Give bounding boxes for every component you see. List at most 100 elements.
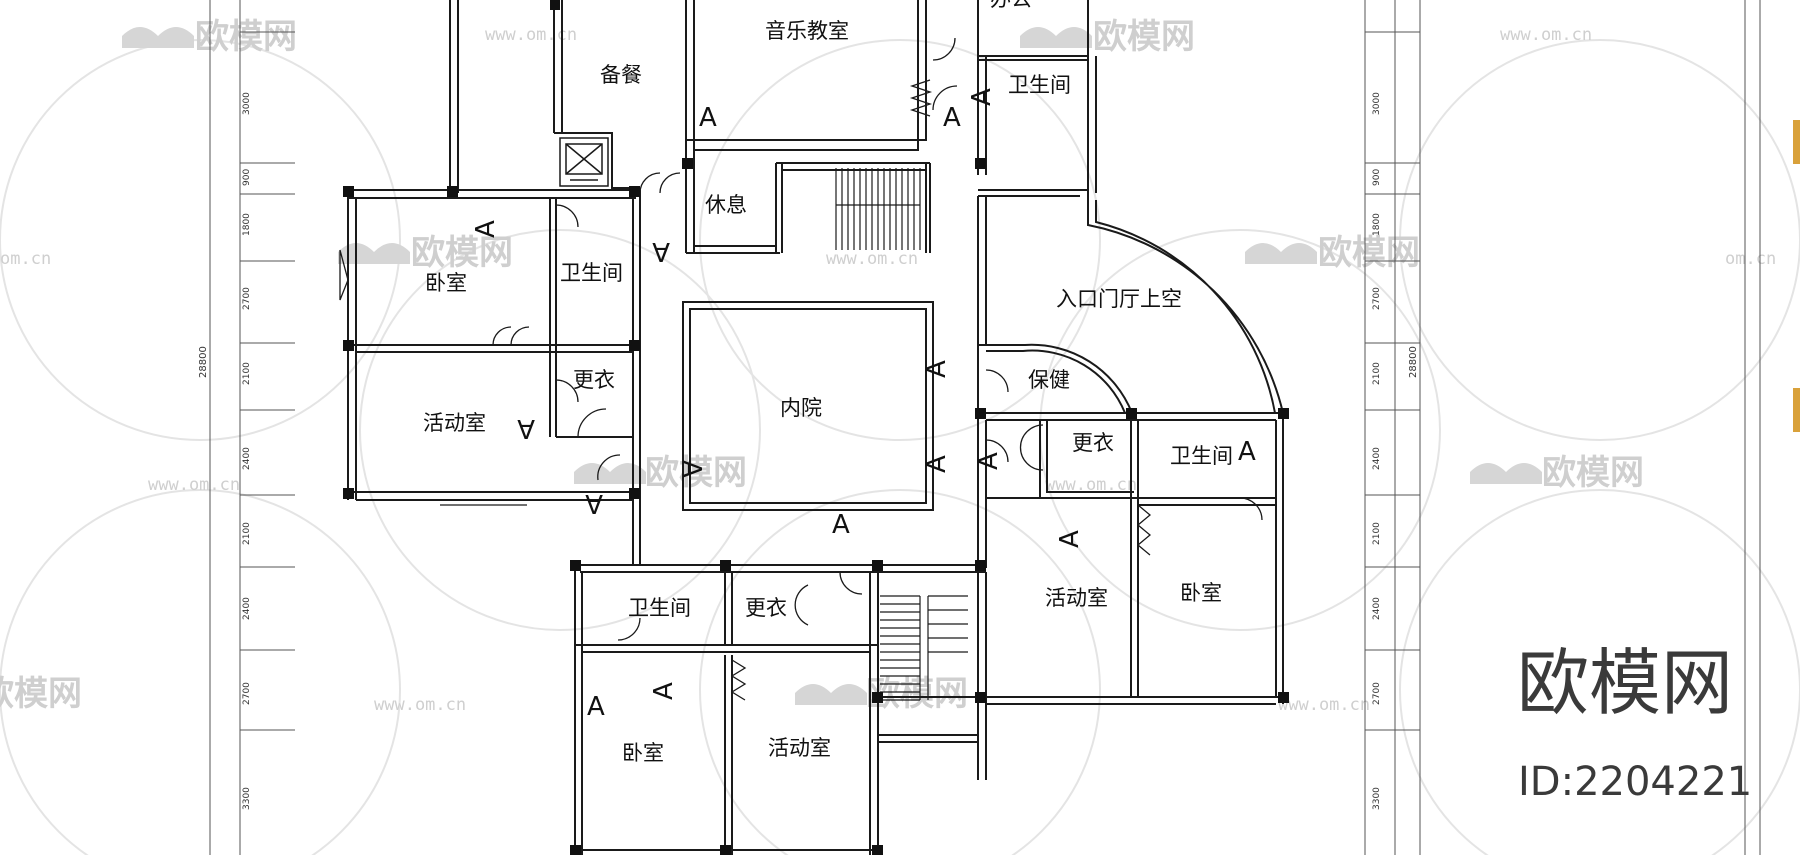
- watermark-logo: 欧模网: [338, 233, 513, 273]
- room-label-bedroom: 卧室: [1180, 581, 1222, 605]
- folding-doors: [730, 79, 1152, 701]
- room-label-health: 保健: [1028, 368, 1070, 392]
- room-label-activity: 活动室: [1045, 586, 1108, 610]
- room-label-activity: 活动室: [768, 736, 831, 760]
- watermark-url: www.om.cn: [1278, 695, 1370, 715]
- doors: [339, 37, 1263, 641]
- watermark-text: 欧模网: [1093, 17, 1195, 57]
- watermark-text: 欧模网: [645, 453, 747, 493]
- watermark-text: 欧模网: [1318, 233, 1420, 273]
- elevator-symbol: [559, 137, 609, 187]
- dimension-label: 3000: [242, 92, 252, 115]
- room-label-toilet: 卫生间: [1008, 73, 1071, 97]
- section-markers: A A A A A A A A A A A A A A A A: [471, 88, 1256, 722]
- marker-a: A: [517, 413, 535, 443]
- room-label-bedroom: 卧室: [622, 741, 664, 765]
- dimension-label: 3300: [1372, 787, 1382, 810]
- total-dimension-label: 28800: [1408, 346, 1419, 378]
- marker-a: A: [832, 510, 850, 540]
- watermark-logo: 欧模网: [574, 453, 747, 493]
- room-label-changing: 更衣: [573, 368, 615, 392]
- marker-a: A: [922, 360, 952, 378]
- dimension-label: 2400: [242, 447, 252, 470]
- walls: [347, 0, 1284, 855]
- room-label-changing: 更衣: [745, 596, 787, 620]
- dimension-label: 2700: [1372, 287, 1382, 310]
- dimension-label: 1800: [242, 213, 252, 236]
- dimension-label: 3000: [1372, 92, 1382, 115]
- watermark-url: www.om.cn: [1045, 475, 1137, 495]
- side-tab[interactable]: [1793, 120, 1800, 164]
- brand-logo: 欧模网: [1517, 641, 1733, 725]
- watermark-logo: 欧模网: [1020, 17, 1195, 57]
- room-label-entrance-void: 入口门厅上空: [1056, 287, 1182, 311]
- staircase-upper: [835, 168, 921, 250]
- watermark-text: 欧模网: [411, 233, 513, 273]
- dimension-label: 2100: [242, 362, 252, 385]
- watermark-text: 欧模网: [0, 674, 82, 714]
- dimension-label: 2700: [1372, 682, 1382, 705]
- marker-a: A: [649, 682, 679, 700]
- dimension-label: 900: [1372, 169, 1382, 186]
- watermark-layer: 欧模网 欧模网 欧模网 欧模网 欧模网 欧模网 欧模网 欧模网 www.om.c…: [0, 17, 1800, 855]
- watermark-url: www.om.cn: [148, 475, 240, 495]
- side-tab[interactable]: [1793, 388, 1800, 432]
- dimension-label: 2400: [1372, 597, 1382, 620]
- watermark-url: www.om.cn: [1500, 25, 1592, 45]
- watermark-url: om.cn: [0, 249, 51, 269]
- marker-a: A: [974, 452, 1004, 470]
- marker-a: A: [967, 88, 997, 106]
- marker-a: A: [471, 220, 501, 238]
- dimension-labels-right: 3000 900 1800 2700 2100 2400 2100 2400 2…: [1372, 92, 1419, 810]
- room-label-rest: 休息: [705, 193, 747, 217]
- marker-a: A: [1055, 530, 1085, 548]
- watermark-text: 欧模网: [195, 17, 297, 57]
- room-label-toilet: 卫生间: [628, 596, 691, 620]
- watermark-logo: 欧模网: [122, 17, 297, 57]
- watermark-url: om.cn: [1725, 249, 1776, 269]
- watermark-logo: 欧模网: [1245, 233, 1420, 273]
- columns: [343, 0, 1289, 855]
- marker-a: A: [922, 455, 952, 473]
- dimension-label: 2700: [242, 287, 252, 310]
- room-label-bedroom: 卧室: [425, 271, 467, 295]
- dimension-label: 2400: [242, 597, 252, 620]
- marker-a: A: [587, 692, 605, 722]
- marker-a: A: [676, 460, 706, 478]
- room-label-office: 办公: [990, 0, 1032, 11]
- dimension-label: 3300: [242, 787, 252, 810]
- dimension-label: 2100: [1372, 522, 1382, 545]
- staircase-lower: [880, 595, 968, 701]
- marker-a: A: [699, 103, 717, 133]
- brand-id: ID:2204221: [1518, 759, 1752, 805]
- room-label-toilet: 卫生间: [560, 261, 623, 285]
- room-label-activity: 活动室: [423, 411, 486, 435]
- watermark-url: www.om.cn: [374, 695, 466, 715]
- watermark-url: www.om.cn: [485, 25, 577, 45]
- watermark-circles: [0, 39, 1800, 855]
- marker-a: A: [1238, 437, 1256, 467]
- dimension-label: 2100: [242, 522, 252, 545]
- watermark-logo: 欧模网: [1470, 453, 1644, 493]
- marker-a: A: [585, 488, 603, 518]
- watermark-url: www.om.cn: [826, 249, 918, 269]
- dimension-label: 2100: [1372, 362, 1382, 385]
- dimension-label: 2700: [242, 682, 252, 705]
- dimension-label: 900: [242, 169, 252, 186]
- room-label-toilet: 卫生间: [1170, 444, 1233, 468]
- watermark-text: 欧模网: [1542, 453, 1644, 493]
- room-label-music-room: 音乐教室: [765, 19, 849, 43]
- marker-a: A: [652, 236, 670, 266]
- total-dimension-label: 28800: [198, 346, 209, 378]
- room-label-changing: 更衣: [1072, 431, 1114, 455]
- room-label-courtyard: 内院: [780, 396, 822, 420]
- brand-watermark: 欧模网 ID:2204221: [1517, 641, 1752, 805]
- dimension-label: 1800: [1372, 213, 1382, 236]
- marker-a: A: [943, 103, 961, 133]
- dimension-labels-left: 3000 900 1800 2700 2100 2400 2100 2400 2…: [198, 92, 252, 810]
- room-label-pantry: 备餐: [600, 63, 642, 87]
- room-labels: 音乐教室 办公 备餐 卫生间 休息 卧室 卫生间 入口门厅上空 更衣 活动室 内…: [423, 0, 1233, 765]
- dimension-label: 2400: [1372, 447, 1382, 470]
- dimension-lines: [209, 0, 1761, 855]
